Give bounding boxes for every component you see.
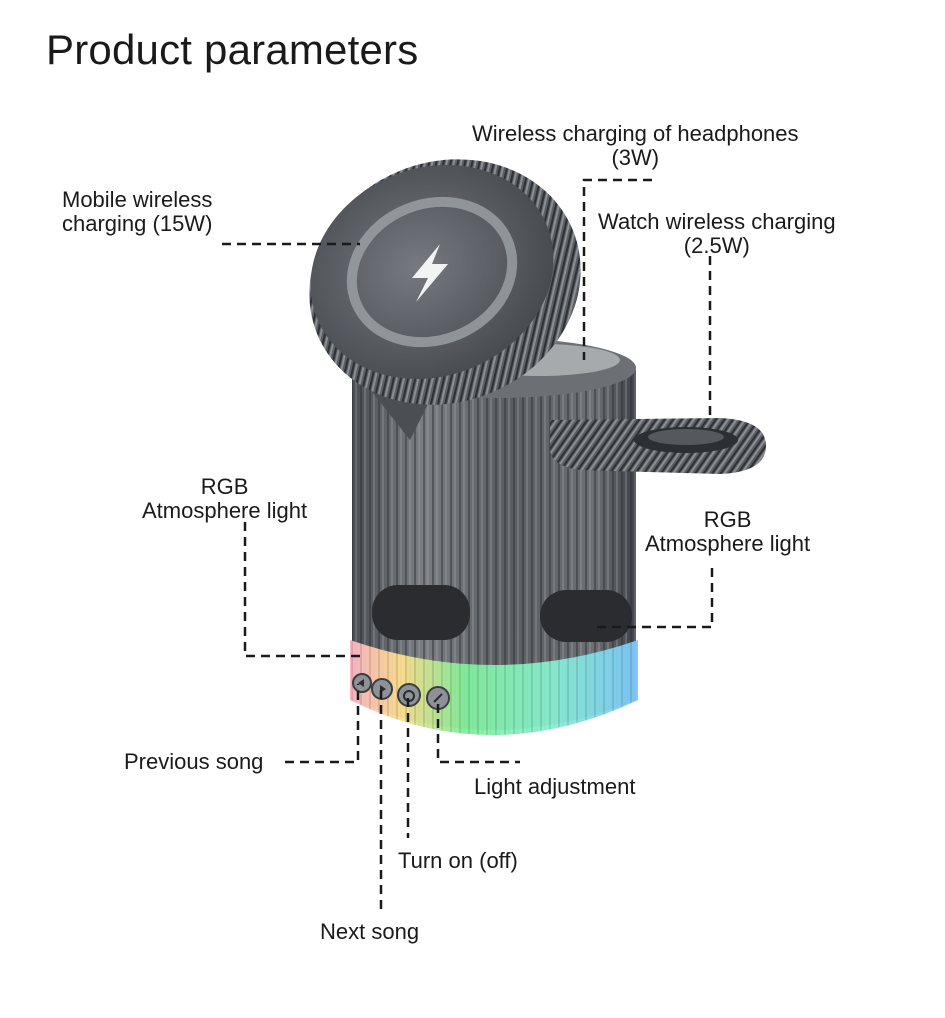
label-mobile-charging: Mobile wireless charging (15W) xyxy=(62,187,213,236)
page-title: Product parameters xyxy=(46,26,419,73)
label-light-adjustment: Light adjustment xyxy=(474,774,636,799)
label-headphones-charging: Wireless charging of headphones (3W) xyxy=(472,121,799,170)
rgb-light-ring xyxy=(350,640,638,735)
label-rgb-left: RGB Atmosphere light xyxy=(142,474,308,523)
label-previous-song: Previous song xyxy=(124,749,264,774)
label-turn-on-off: Turn on (off) xyxy=(398,848,518,873)
leader-lines xyxy=(222,178,714,912)
prev-button-icon[interactable] xyxy=(352,673,372,693)
lightning-icon xyxy=(412,244,448,302)
label-next-song: Next song xyxy=(320,919,420,944)
control-buttons xyxy=(352,673,450,710)
mobile-charging-pad xyxy=(309,159,581,440)
label-rgb-right: RGB Atmosphere light xyxy=(645,507,811,556)
watch-charging-arm xyxy=(550,418,766,474)
label-watch-charging: Watch wireless charging (2.5W) xyxy=(598,209,836,258)
